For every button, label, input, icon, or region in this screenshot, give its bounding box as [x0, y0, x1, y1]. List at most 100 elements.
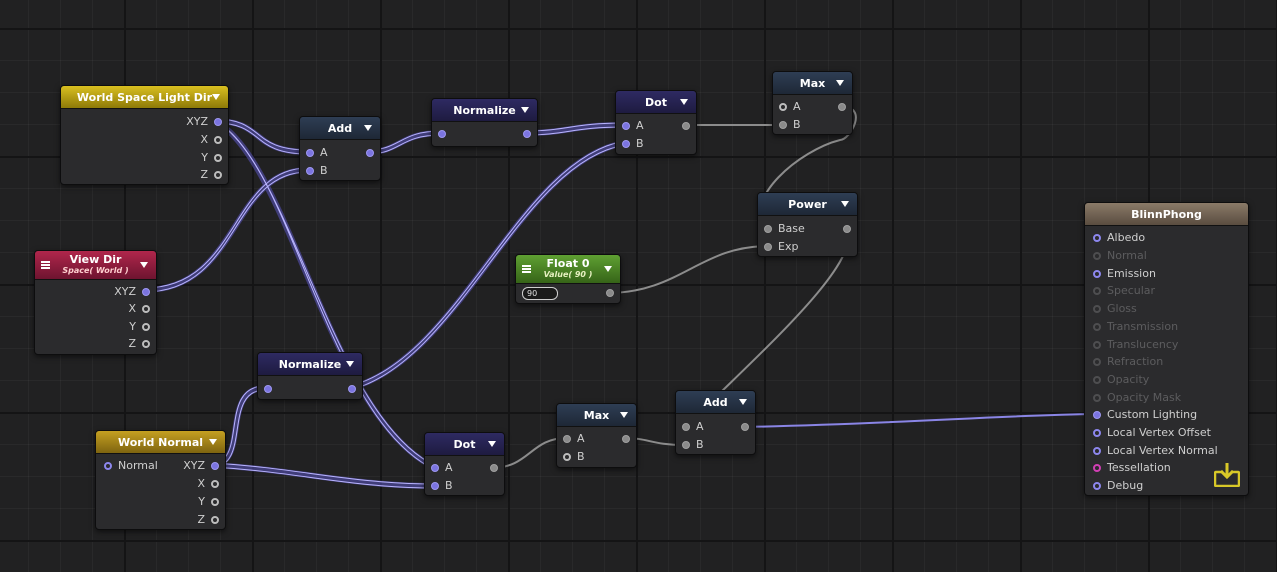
input-port-b[interactable]: B [429, 479, 453, 493]
port-dot[interactable] [431, 482, 439, 490]
port-dot[interactable] [490, 464, 498, 472]
output-port-y[interactable]: Y [198, 495, 221, 509]
output-port[interactable] [517, 127, 533, 141]
input-port-transmission[interactable]: Transmission [1091, 320, 1178, 334]
input-port-normal[interactable]: Normal [1091, 249, 1147, 263]
output-port[interactable] [616, 432, 632, 446]
world-normal-node[interactable]: World Normal Normal XYZ X Y Z [95, 430, 226, 530]
input-port-b[interactable]: B [777, 118, 801, 132]
port-dot[interactable] [622, 435, 630, 443]
float-node[interactable]: Float 0 Value( 90 ) 90 [515, 254, 621, 304]
power-node[interactable]: Power Base Exp [757, 192, 858, 257]
output-port-z[interactable]: Z [128, 337, 152, 351]
chevron-down-icon[interactable] [488, 441, 496, 447]
chevron-down-icon[interactable] [680, 99, 688, 105]
port-dot[interactable] [1093, 252, 1101, 260]
node-header[interactable]: View Dir Space( World ) [35, 251, 156, 280]
port-dot[interactable] [764, 243, 772, 251]
chevron-down-icon[interactable] [836, 80, 844, 86]
port-dot[interactable] [1093, 447, 1101, 455]
port-dot[interactable] [838, 103, 846, 111]
port-dot[interactable] [1093, 429, 1101, 437]
input-port-local-vertex-normal[interactable]: Local Vertex Normal [1091, 444, 1218, 458]
port-dot[interactable] [606, 289, 614, 297]
input-port-normal[interactable]: Normal [102, 459, 158, 473]
node-header[interactable]: Add [300, 117, 380, 140]
input-port-a[interactable]: A [620, 119, 644, 133]
input-port-base[interactable]: Base [762, 222, 805, 236]
node-header[interactable]: Add [676, 391, 755, 414]
node-header[interactable]: World Normal [96, 431, 225, 454]
normalize-node-1[interactable]: Normalize [431, 98, 538, 147]
port-dot[interactable] [211, 462, 219, 470]
port-dot[interactable] [264, 385, 272, 393]
max-node-1[interactable]: Max A B [772, 71, 853, 135]
node-header[interactable]: BlinnPhong [1085, 203, 1248, 226]
input-port-b[interactable]: B [561, 450, 585, 464]
input-port-b[interactable]: B [680, 438, 704, 452]
node-header[interactable]: Max [773, 72, 852, 95]
chevron-down-icon[interactable] [521, 107, 529, 113]
input-port-exp[interactable]: Exp [762, 240, 798, 254]
output-port[interactable] [837, 222, 853, 236]
normalize-node-2[interactable]: Normalize [257, 352, 363, 400]
port-dot[interactable] [211, 516, 219, 524]
output-port[interactable] [360, 146, 376, 160]
input-port-a[interactable]: A [561, 432, 585, 446]
input-port-custom-lighting[interactable]: Custom Lighting [1091, 408, 1197, 422]
input-port[interactable] [436, 127, 452, 141]
input-port-b[interactable]: B [620, 137, 644, 151]
port-dot[interactable] [682, 441, 690, 449]
output-port-x[interactable]: X [128, 302, 152, 316]
output-port-xyz[interactable]: XYZ [114, 285, 152, 299]
port-dot[interactable] [622, 140, 630, 148]
blinnphong-output-node[interactable]: BlinnPhong Albedo Normal Emission Specul… [1084, 202, 1249, 496]
port-dot[interactable] [622, 122, 630, 130]
output-port-x[interactable]: X [197, 477, 221, 491]
output-port-xyz[interactable]: XYZ [183, 459, 221, 473]
chevron-down-icon[interactable] [346, 361, 354, 367]
max-node-2[interactable]: Max A B [556, 403, 637, 468]
chevron-down-icon[interactable] [364, 125, 372, 131]
port-dot[interactable] [1093, 376, 1101, 384]
port-dot[interactable] [1093, 411, 1101, 419]
menu-icon[interactable] [41, 261, 50, 269]
output-port[interactable] [735, 420, 751, 434]
port-dot[interactable] [306, 167, 314, 175]
add-node-1[interactable]: Add A B [299, 116, 381, 181]
chevron-down-icon[interactable] [604, 266, 612, 272]
input-port-albedo[interactable]: Albedo [1091, 231, 1145, 245]
input-port-a[interactable]: A [304, 146, 328, 160]
input-port-tessellation[interactable]: Tessellation [1091, 461, 1171, 475]
port-dot[interactable] [214, 118, 222, 126]
port-dot[interactable] [1093, 464, 1101, 472]
view-dir-node[interactable]: View Dir Space( World ) XYZ X Y Z [34, 250, 157, 355]
input-port-specular[interactable]: Specular [1091, 284, 1155, 298]
port-dot[interactable] [142, 323, 150, 331]
port-dot[interactable] [764, 225, 772, 233]
save-to-output-icon[interactable] [1214, 463, 1240, 487]
port-dot[interactable] [563, 435, 571, 443]
node-header[interactable]: Normalize [432, 99, 537, 122]
port-dot[interactable] [142, 305, 150, 313]
output-port[interactable] [600, 286, 616, 300]
port-dot[interactable] [1093, 358, 1101, 366]
port-dot[interactable] [211, 480, 219, 488]
input-port-a[interactable]: A [680, 420, 704, 434]
port-dot[interactable] [1093, 234, 1101, 242]
port-dot[interactable] [779, 103, 787, 111]
port-dot[interactable] [438, 130, 446, 138]
float-value-field[interactable]: 90 [522, 287, 558, 300]
input-port-opacity-mask[interactable]: Opacity Mask [1091, 391, 1181, 405]
port-dot[interactable] [214, 154, 222, 162]
port-dot[interactable] [142, 288, 150, 296]
port-dot[interactable] [214, 171, 222, 179]
port-dot[interactable] [682, 122, 690, 130]
dot-node-1[interactable]: Dot A B [615, 90, 697, 155]
node-header[interactable]: Power [758, 193, 857, 216]
output-port[interactable] [484, 461, 500, 475]
port-dot[interactable] [1093, 394, 1101, 402]
output-port[interactable] [832, 100, 848, 114]
input-port-emission[interactable]: Emission [1091, 267, 1156, 281]
chevron-down-icon[interactable] [739, 399, 747, 405]
